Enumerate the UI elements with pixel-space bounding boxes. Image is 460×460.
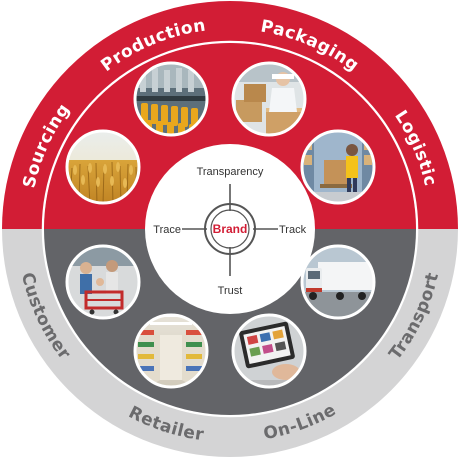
packaging-photo bbox=[231, 61, 307, 137]
center-label-transparency: Transparency bbox=[197, 166, 264, 178]
customer-photo bbox=[65, 244, 141, 320]
center-label-trust: Trust bbox=[218, 285, 243, 297]
transport-photo bbox=[300, 244, 376, 320]
center-label-trace: Trace bbox=[153, 224, 181, 236]
center-disk bbox=[145, 144, 315, 314]
online-photo bbox=[231, 313, 307, 389]
logistic-photo bbox=[300, 129, 376, 205]
center-label-brand: Brand bbox=[213, 222, 248, 236]
crosshair-icon bbox=[182, 184, 278, 276]
ring-divider bbox=[41, 40, 419, 418]
retailer-photo bbox=[133, 313, 209, 389]
center-label-track: Track bbox=[279, 224, 307, 236]
